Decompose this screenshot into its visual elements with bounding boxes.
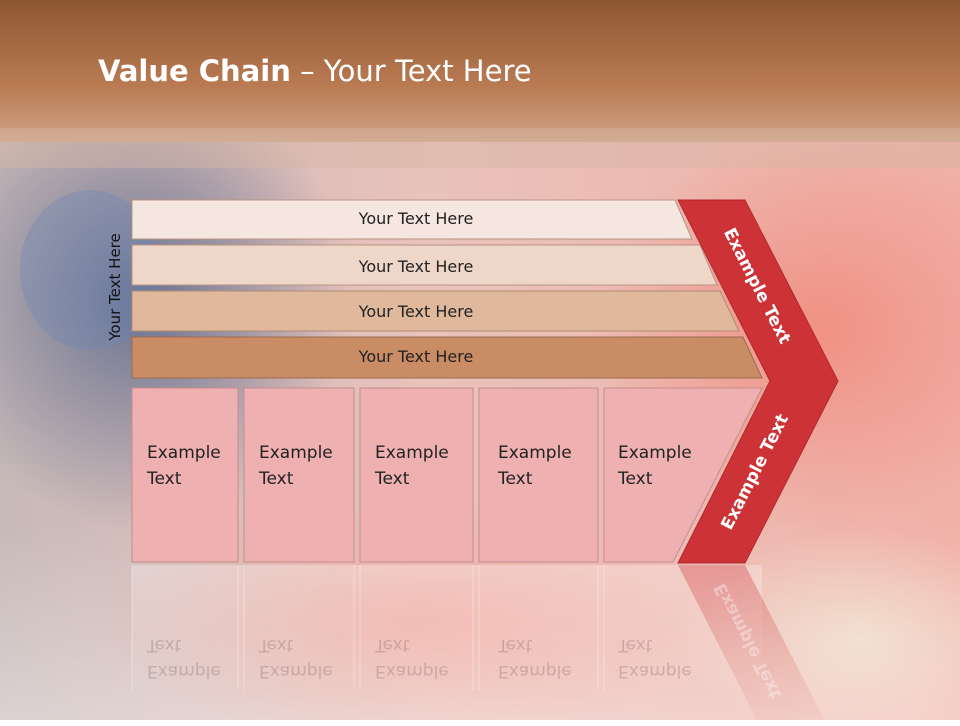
box-1-shape xyxy=(131,387,239,563)
box-1-reflection: Example Text xyxy=(147,632,221,684)
band-4-label: Your Text Here xyxy=(358,347,474,366)
box-3-line2: Text xyxy=(375,469,410,489)
box-3-line1: Example xyxy=(375,443,449,463)
reflection-area xyxy=(132,565,762,695)
box-3-reflection-line1: Example xyxy=(375,661,449,681)
band-3-shape xyxy=(131,290,740,332)
box-4-reflection: Example Text xyxy=(498,632,572,684)
band-2-shape xyxy=(131,244,718,286)
chevron-shape xyxy=(677,199,839,564)
band-4-shape xyxy=(131,336,763,379)
box-2-shape xyxy=(243,387,355,563)
box-5-line2: Text xyxy=(618,469,653,489)
box-5-line1: Example xyxy=(618,443,692,463)
box-4-label: Example Text xyxy=(498,440,572,492)
box-3-reflection: Example Text xyxy=(375,632,449,684)
box-5-reflection-line2: Text xyxy=(618,635,653,655)
box-2-line2: Text xyxy=(259,469,294,489)
band-1-shape xyxy=(131,199,693,240)
box-4-reflection-line1: Example xyxy=(498,661,572,681)
box-1-reflection-line2: Text xyxy=(147,635,182,655)
band-3-label: Your Text Here xyxy=(358,302,474,321)
box-4-reflection-line2: Text xyxy=(498,635,533,655)
box-5-shape xyxy=(603,387,763,563)
box-5-label: Example Text xyxy=(618,440,692,492)
title-bold: Value Chain xyxy=(98,54,291,88)
box-3-shape xyxy=(359,387,474,563)
chevron-reflection xyxy=(678,565,825,720)
box-5-reflection-line1: Example xyxy=(618,661,692,681)
box-4-line1: Example xyxy=(498,443,572,463)
box-2-label: Example Text xyxy=(259,440,333,492)
box-1-reflection-line1: Example xyxy=(147,661,221,681)
box-5-reflection: Example Text xyxy=(618,632,692,684)
box-3-label: Example Text xyxy=(375,440,449,492)
box-4-line2: Text xyxy=(498,469,533,489)
box-2-reflection-line1: Example xyxy=(259,661,333,681)
box-3-reflection-line2: Text xyxy=(375,635,410,655)
slide-title: Value Chain – Your Text Here xyxy=(98,54,532,88)
box-4-shape xyxy=(478,387,599,563)
box-1-label: Example Text xyxy=(147,440,221,492)
box-1-line2: Text xyxy=(147,469,182,489)
box-2-line1: Example xyxy=(259,443,333,463)
title-rest: – Your Text Here xyxy=(290,54,532,88)
box-2-reflection-line2: Text xyxy=(259,635,294,655)
band-2-label: Your Text Here xyxy=(358,257,474,276)
band-1-label: Your Text Here xyxy=(358,209,474,228)
box-1-line1: Example xyxy=(147,443,221,463)
box-2-reflection: Example Text xyxy=(259,632,333,684)
